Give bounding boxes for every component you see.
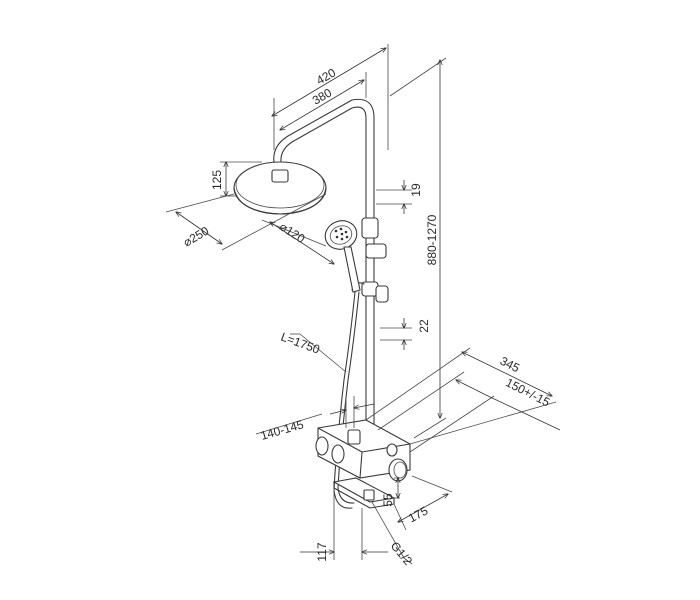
label-22: 22 <box>417 319 431 333</box>
dim-125: 125 <box>210 162 262 196</box>
label-380: 380 <box>310 85 335 107</box>
dim-117: 117 <box>300 488 388 562</box>
label-140-145: 140-145 <box>259 417 306 443</box>
dim-22: 22 <box>380 318 431 350</box>
label-hose-length: L=1750 <box>279 330 322 357</box>
label-117: 117 <box>315 542 329 561</box>
overhead-arm <box>273 98 375 173</box>
dim-175: 175 <box>393 475 453 531</box>
dim-hose-length: L=1750 <box>279 330 347 373</box>
label-250: ⌀250 <box>181 224 212 250</box>
thermostat-mixer <box>315 419 411 509</box>
label-150: 150+/-15 <box>503 375 552 409</box>
upper-bracket <box>361 217 387 259</box>
riser-pipe <box>365 117 375 441</box>
dim-880-1270: 880-1270 <box>389 57 447 439</box>
dim-19: 19 <box>376 180 423 214</box>
label-125: 125 <box>210 170 224 190</box>
label-120: ⌀120 <box>277 219 308 246</box>
label-19: 19 <box>409 183 423 197</box>
dim-120: ⌀120 <box>261 219 334 264</box>
hand-shower <box>324 220 361 293</box>
label-55: 55 <box>381 493 395 507</box>
label-880-1270: 880-1270 <box>425 214 439 265</box>
label-175: 175 <box>406 503 431 525</box>
label-420: 420 <box>314 65 339 87</box>
label-345: 345 <box>498 354 522 376</box>
dim-150: 150+/-15 <box>377 371 561 453</box>
rain-shower-head <box>233 161 327 215</box>
